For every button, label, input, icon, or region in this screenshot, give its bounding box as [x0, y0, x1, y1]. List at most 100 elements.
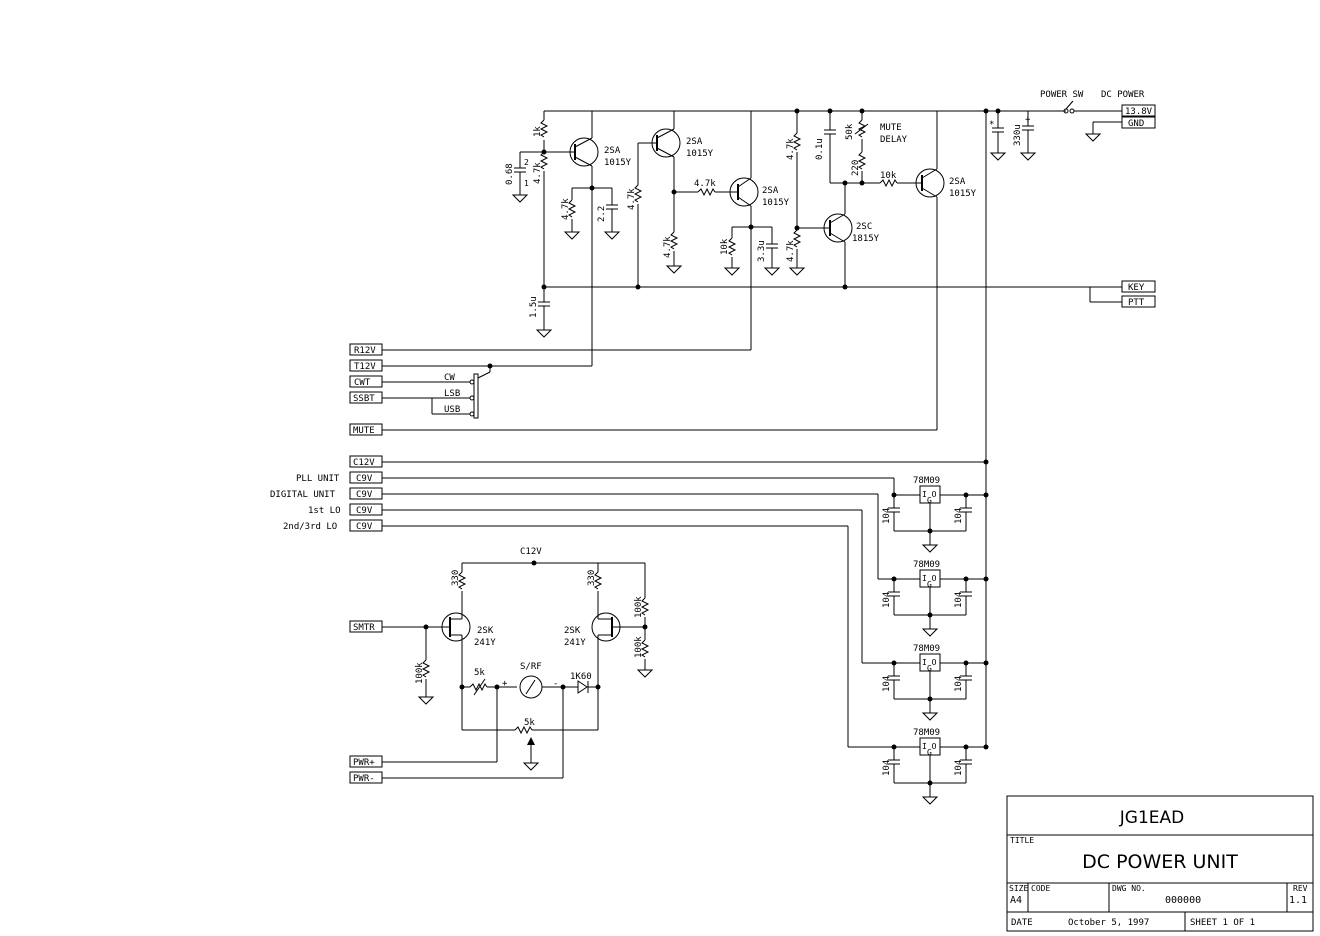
unit-label-digital: DIGITAL UNIT — [270, 490, 336, 500]
port-ptt-label: PTT — [1128, 298, 1145, 308]
r-1k-label: 1k — [533, 126, 543, 137]
c12v-node-label: C12V — [520, 547, 542, 557]
ground-icon — [788, 267, 806, 276]
port-cwt-label: CWT — [354, 378, 371, 388]
r-47k-label-b: 4.7k — [561, 198, 571, 220]
regulator-name: 78M09 — [913, 644, 940, 654]
ground-icon — [563, 231, 581, 240]
r-100k-label-b: 100k — [634, 636, 644, 658]
port-13v8-label: 13.8V — [1125, 107, 1153, 117]
port-c9v-label: C9V — [356, 506, 373, 516]
cap-330u-plus: + — [1025, 115, 1031, 125]
switch-usb-label: USB — [444, 405, 460, 415]
regulator-gnd-pin: G — [927, 496, 932, 505]
power-switch-label: POWER SW — [1040, 90, 1084, 100]
regulator-gnd-pin: G — [927, 580, 932, 589]
q4-mute-section: 4.7k 4.7k 0.1u 50k 220 MUTE DELAY 10k — [786, 108, 922, 287]
ground-icon — [921, 628, 939, 637]
transistor-q5 — [915, 168, 945, 198]
ground-icon — [989, 152, 1007, 161]
key-bus: 1.5u KEY PTT — [529, 280, 1156, 338]
regulator-gnd-pin: G — [927, 748, 932, 757]
junction-dot — [927, 780, 933, 786]
q5-section: 2SA 1015Y — [915, 111, 977, 430]
rev-label: REV — [1293, 884, 1308, 893]
junction-dot — [859, 180, 865, 186]
size-value: A4 — [1010, 895, 1022, 906]
port-mute-label: MUTE — [353, 426, 375, 436]
cap-pin-2: 2 — [524, 158, 529, 167]
cap-068-label: 0.68 — [505, 163, 515, 185]
designer-name: JG1EAD — [1119, 808, 1184, 828]
dwg-number: 000000 — [1165, 895, 1201, 906]
junction-dot — [927, 612, 933, 618]
r-10k-label-b: 10k — [880, 171, 897, 181]
port-c9v-label: C9V — [356, 522, 373, 532]
sheet-info: SHEET 1 OF 1 — [1190, 918, 1255, 928]
junction-dot — [983, 492, 989, 498]
fet1-type-a: 2SK — [477, 626, 494, 636]
ground-icon — [665, 265, 683, 274]
left-ports: R12V T12V CWT SSBT CW LSB USB MUTE — [349, 343, 937, 436]
q2-type-b: 1015Y — [686, 149, 714, 159]
cap-pin-1: 1 — [524, 179, 529, 188]
diode-label: 1K60 — [570, 672, 592, 682]
c9v-outputs: C12V PLL UNIT C9V DIGITAL UNIT C9V 1st L… — [270, 455, 989, 747]
switch-contact-lsb — [469, 395, 475, 401]
q5-type-b: 1015Y — [949, 189, 977, 199]
star-label: * — [989, 120, 994, 130]
date-value: October 5, 1997 — [1068, 918, 1149, 928]
meter-minus: - — [553, 679, 558, 689]
title-block: JG1EAD TITLE DC POWER UNIT SIZE A4 CODE … — [1006, 795, 1314, 932]
cap-104-label-left: 104 — [882, 676, 892, 692]
port-c9v-label: C9V — [356, 474, 373, 484]
power-switch-lever — [1065, 100, 1074, 110]
junction-dot — [827, 108, 833, 114]
cap-330u-label: 330u — [1013, 124, 1023, 146]
junction-dot — [983, 459, 989, 465]
regulator-pins: I O — [922, 490, 937, 499]
port-smtr-label: SMTR — [353, 623, 375, 633]
cap-22-label: 2.2 — [597, 206, 607, 222]
q3-type-b: 1015Y — [762, 198, 790, 208]
unit-label-pll: PLL UNIT — [296, 474, 340, 484]
ground-icon — [1084, 133, 1102, 142]
junction-dot — [794, 108, 800, 114]
diode-icon — [577, 680, 588, 694]
port-13v8 — [1121, 104, 1156, 117]
cap-01u-label: 0.1u — [815, 138, 825, 160]
fet2-type-a: 2SK — [564, 626, 581, 636]
r-330-label-a: 330 — [451, 570, 461, 586]
ground-icon — [1019, 152, 1037, 161]
fet1-type-b: 241Y — [474, 638, 496, 648]
junction-dot — [531, 560, 537, 566]
ground-icon — [511, 194, 529, 203]
junction-dot — [927, 696, 933, 702]
port-r12v-label: R12V — [354, 346, 376, 356]
cap-33u-label: 3.3u — [757, 240, 767, 262]
cap-104-label-left: 104 — [882, 760, 892, 776]
junction-dot — [983, 660, 989, 666]
ground-icon — [636, 669, 654, 678]
r-47k-label-d: 4.7k — [694, 179, 716, 189]
q3-section: 2SA 1015Y 10k 3.3u — [720, 111, 790, 350]
r-10k-label-a: 10k — [720, 238, 730, 255]
r-47k-label-c: 4.7k — [627, 188, 637, 210]
cap-104-label-right: 104 — [954, 592, 964, 608]
fet2-type-b: 241Y — [564, 638, 586, 648]
port-t12v-label: T12V — [354, 362, 376, 372]
r-100k-label-c: 100k — [415, 662, 425, 684]
port-gnd-label: GND — [1128, 119, 1144, 129]
switch-contact-usb — [469, 411, 475, 417]
s-meter-section: C12V 330 330 100k 100k 2SK 241Y SMTR — [349, 547, 654, 784]
code-label: CODE — [1031, 884, 1050, 893]
ground-icon — [417, 696, 435, 705]
switch-cw-label: CW — [444, 373, 455, 383]
ground-icon — [921, 544, 939, 553]
junction-dot — [927, 528, 933, 534]
port-c12v-label: C12V — [353, 458, 375, 468]
port-ssbt-label: SSBT — [353, 394, 375, 404]
